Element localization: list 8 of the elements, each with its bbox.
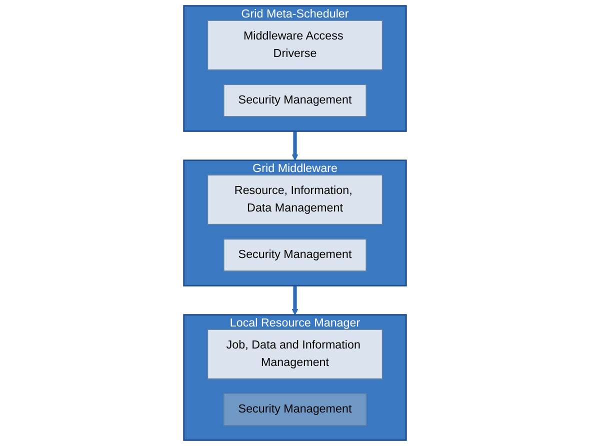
node-box: Security Management [223,392,367,426]
node-box: Security Management [223,238,367,272]
node-box: Resource, Information, Data Management [207,174,383,225]
node-box: Security Management [223,84,367,118]
arrow [292,131,298,161]
node-box: Middleware Access Driverse [207,20,383,70]
node-box: Job, Data and Information Management [207,328,383,380]
arrow [292,286,298,316]
